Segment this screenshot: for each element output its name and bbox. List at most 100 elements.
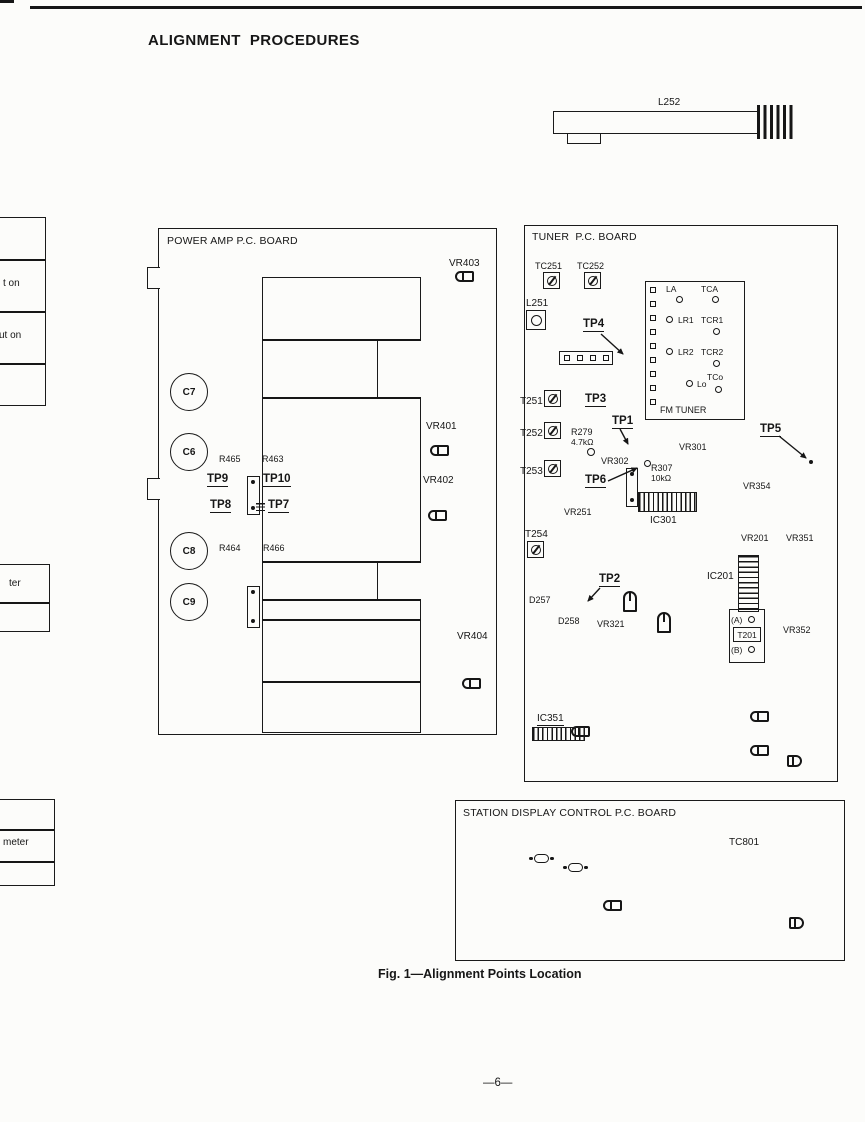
ic201-label: IC201 <box>707 571 734 582</box>
pin-square <box>650 287 656 293</box>
l252-coil-icon <box>757 105 794 139</box>
heatsink-notch <box>377 563 424 599</box>
tp1-label: TP1 <box>612 415 634 429</box>
t251-label: T251 <box>520 396 543 407</box>
vr403-trimmer-icon <box>455 271 474 282</box>
tp2-label: TP2 <box>599 573 621 587</box>
fm-tca-adjust-icon <box>712 296 719 303</box>
trimmer-slot-icon <box>530 544 541 555</box>
ic351-label: IC351 <box>537 713 564 726</box>
pin-square <box>650 385 656 391</box>
left-fragment-table-1: t on ut on <box>0 217 46 406</box>
vr401-label: VR401 <box>426 421 457 432</box>
left-fragment-table-3: meter <box>0 799 55 886</box>
power-amp-board-title: POWER AMP P.C. BOARD <box>167 235 298 247</box>
t201-a-label: (A) <box>731 615 743 625</box>
vr354-trimmer-icon <box>750 711 769 722</box>
t201-b-adjust-icon <box>748 646 755 653</box>
trimmer-slot-icon <box>587 275 598 286</box>
vr351-label: VR351 <box>786 533 814 543</box>
r466-label: R466 <box>263 543 285 553</box>
ic201-body <box>738 555 759 612</box>
heatsink-fin-line <box>262 681 421 683</box>
board-edge-notch <box>147 478 160 500</box>
pin-square <box>564 355 570 361</box>
solder-dot <box>251 480 255 484</box>
tp4-resistor <box>626 468 638 507</box>
tc252-trimmer-icon <box>584 272 601 289</box>
vr354-label: VR354 <box>743 481 771 491</box>
vr402-trimmer-icon <box>428 510 447 521</box>
fragment-text: t on <box>3 278 20 289</box>
fragment-text: ut on <box>0 330 22 341</box>
tp7-label: TP7 <box>268 499 290 513</box>
t254-trimmer-icon <box>527 541 544 558</box>
vr321-label: VR321 <box>597 619 625 629</box>
tp6-label: TP6 <box>585 474 607 488</box>
l251-label: L251 <box>526 298 549 309</box>
pin-square <box>650 371 656 377</box>
d257-diode-icon <box>529 854 554 863</box>
tuner-board <box>524 225 838 782</box>
pin-square <box>577 355 583 361</box>
vr351-trimmer-icon <box>787 755 802 767</box>
fm-tcr2-adjust-icon <box>713 360 720 367</box>
capacitor-c7: C7 <box>170 373 208 411</box>
page-title: ALIGNMENT PROCEDURES <box>148 32 360 49</box>
t201-a-adjust-icon <box>748 616 755 623</box>
heatsink-fin-line <box>262 339 421 341</box>
vr301-coil-icon <box>657 612 671 633</box>
tc251-trimmer-icon <box>543 272 560 289</box>
vr352-trimmer-icon <box>789 917 804 929</box>
capacitor-c6: C6 <box>170 433 208 471</box>
divider <box>0 259 45 261</box>
r279-label: R279 <box>571 427 593 437</box>
pin-square <box>590 355 596 361</box>
l251-coil-icon <box>526 310 546 330</box>
fm-lo-adjust-icon <box>686 380 693 387</box>
fm-tcr1-adjust-icon <box>713 328 720 335</box>
t201-label: T201 <box>737 629 757 640</box>
pin-square <box>650 301 656 307</box>
heatsink-fin-line <box>262 561 421 563</box>
fragment-text: ter <box>9 578 21 589</box>
fm-tca-label: TCA <box>701 284 718 294</box>
l252-label: L252 <box>658 97 681 108</box>
r463-label: R463 <box>262 454 284 464</box>
fm-tcr1-label: TCR1 <box>701 315 724 325</box>
heatsink-fin-line <box>262 397 421 399</box>
vr201-label: VR201 <box>741 533 769 543</box>
divider <box>0 363 45 365</box>
tp9-label: TP9 <box>207 473 229 487</box>
resistor-r464-r466 <box>247 586 260 628</box>
tp7-pad-icon <box>256 503 265 512</box>
r279-value: 4.7kΩ <box>571 437 594 447</box>
ic351-body <box>532 727 585 741</box>
divider <box>0 829 54 831</box>
t251-trimmer-icon <box>544 390 561 407</box>
solder-dot <box>251 506 255 510</box>
tp10-label: TP10 <box>263 473 291 487</box>
pin-square <box>650 343 656 349</box>
r465-label: R465 <box>219 454 241 464</box>
top-rule-left <box>0 0 14 3</box>
pin-square <box>650 315 656 321</box>
vr251-label: VR251 <box>564 507 592 517</box>
d258-label: D258 <box>558 616 580 626</box>
fm-tuner-block <box>645 281 745 420</box>
tc251-label: TC251 <box>535 261 563 271</box>
pin-square <box>650 329 656 335</box>
pin-square <box>650 357 656 363</box>
fm-tco-label: TCo <box>707 372 724 382</box>
l252-tab <box>567 133 601 144</box>
pin-square <box>650 399 656 405</box>
tc801-label: TC801 <box>729 837 760 848</box>
vr352-label: VR352 <box>783 625 811 635</box>
fm-tcr2-label: TCR2 <box>701 347 724 357</box>
vr404-trimmer-icon <box>462 678 481 689</box>
solder-dot <box>251 590 255 594</box>
d257-label: D257 <box>529 595 551 605</box>
r307-value: 10kΩ <box>651 473 672 483</box>
r307-pad-icon <box>644 460 651 467</box>
